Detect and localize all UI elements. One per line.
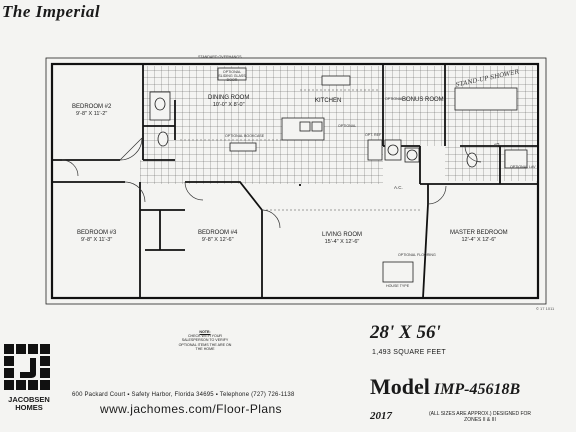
room-kitchen: KITCHEN [315,98,341,105]
model-year: 2017 [370,410,392,422]
jacobsen-logo [4,344,50,390]
room-bonus: BONUS ROOM [402,97,444,104]
label-bath-2: #2 [494,143,500,149]
room-name: KITCHEN [315,98,342,104]
shower [454,87,518,111]
hall-tile [140,160,300,184]
note-heading: NOTE: [199,330,211,334]
size-disclaimer: (ALL SIZES ARE APPROX.) DESIGNED FOR ZON… [428,411,532,423]
bonus-tile [383,66,445,146]
lav [504,149,528,169]
room-living: LIVING ROOM 15'-4" X 12'-6" [322,232,362,246]
room-master: MASTER BEDROOM 12'-4" X 12'-6" [450,230,508,244]
label-hvac: HOUSE TYPE [386,284,410,288]
room-name: BONUS ROOM [402,97,444,103]
hvac-closet [382,261,414,283]
room-name: BEDROOM #4 [198,230,238,236]
door-swings [61,137,482,229]
fixtures [149,67,528,283]
master-toilet [466,152,478,168]
exterior-walls [50,62,540,300]
room-name: BEDROOM #2 [72,104,112,110]
label-glass-door: OPTIONAL SLIDING GLASS DOOR [218,70,246,82]
counter [321,75,351,86]
label-ref: OPT. REF [365,133,382,137]
room-dims: 9'-8" X 11'-3" [81,237,113,243]
room-dims: 10'-0" X 8'-0" [212,102,245,108]
plan-title: The Imperial [2,2,101,21]
room-bedroom-4: BEDROOM #4 9'-8" X 12'-6" [198,230,237,244]
model-prefix: Model [370,374,430,399]
note-box: NOTE: CHECK WITH YOUR SALESPERSON TO VER… [175,330,235,351]
room-bedroom-3: BEDROOM #3 9'-8" X 11'-3" [77,230,116,244]
overhang-label: STANDARD OVERHANGS [198,55,242,59]
bookcase [229,142,257,152]
home-size: 28' X 56' [370,322,441,343]
label-ac: A.C. [394,185,403,190]
room-dims: 9'-8" X 12'-6" [201,237,234,243]
label-opt-lav: OPTIONAL LAV [510,165,536,169]
room-name: MASTER BEDROOM [450,230,508,236]
room-name: BEDROOM #3 [77,230,117,236]
logo-line-2: HOMES [15,403,43,412]
logo-line-1: JACOBSEN [8,395,50,404]
company-website[interactable]: www.jachomes.com/Floor-Plans [100,402,282,416]
square-feet: 1,493 SQUARE FEET [372,349,446,356]
room-dims: 15'-4" X 12'-6" [324,239,360,245]
model-number: Model IMP-45618B [370,374,520,400]
model-id: IMP-45618B [433,381,521,398]
note-body: CHECK WITH YOUR SALESPERSON TO VERIFY OP… [178,334,232,351]
room-dims: 12'-4" X 12'-6" [461,237,497,243]
logo-text: JACOBSEN HOMES [0,396,58,412]
room-dining: DINING ROOM 10'-0" X 8'-0" [208,95,249,109]
label-optional-w: OPTIONAL [385,97,404,101]
glass-door-box [217,67,247,81]
room-name: LIVING ROOM [322,232,363,238]
toilet [157,131,169,147]
overhang-outline [45,57,547,305]
room-bedroom-2: BEDROOM #2 9'-8" X 11'-2" [72,104,111,118]
label-flooring: OPTIONAL FLOORING [398,253,436,257]
company-address: 600 Packard Court ▪ Safety Harbor, Flori… [72,392,295,398]
refrigerator [367,139,383,161]
room-dims: 9'-8" X 11'-2" [76,111,108,117]
label-optional-d: OPTIONAL [338,124,357,128]
room-name: DINING ROOM [208,95,250,101]
copyright-note: © 17 1011 [536,306,555,311]
label-bookcase: OPTIONAL BOOKCASE [225,134,265,138]
